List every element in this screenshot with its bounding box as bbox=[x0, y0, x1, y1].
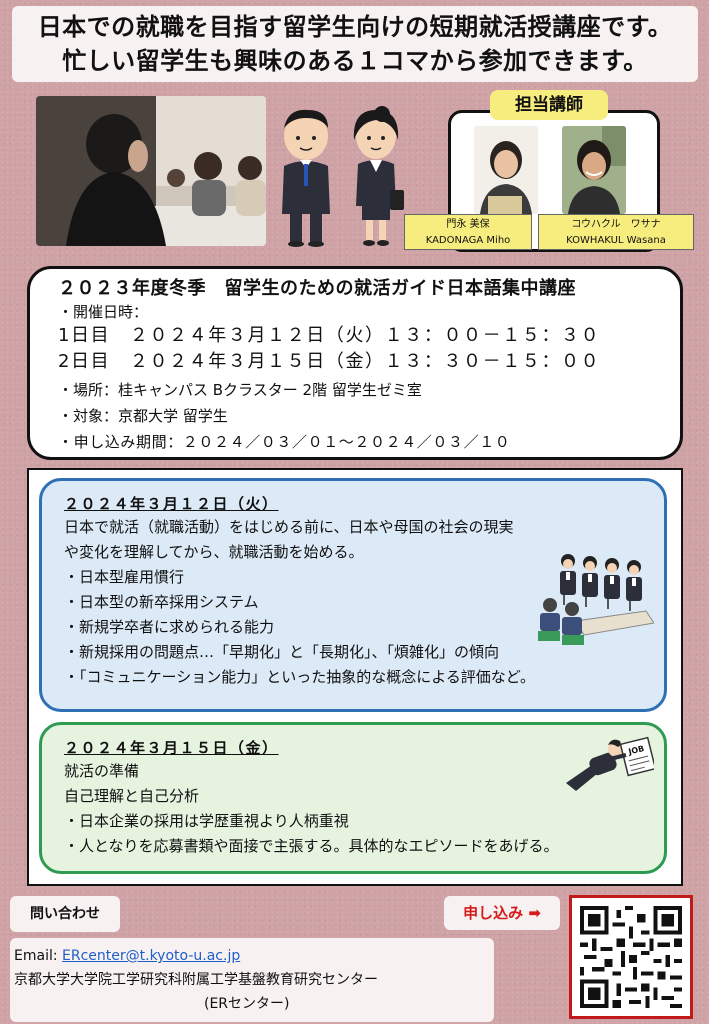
email-row: Email: ERcenter@t.kyoto-u.ac.jp bbox=[14, 944, 494, 968]
session-1-box: ２０２４年３月１２日（火） 日本で就活（就職活動）をはじめる前に、日本や母国の社… bbox=[39, 478, 667, 712]
instructor-name-ja: 門永 美保 bbox=[446, 219, 490, 230]
job-seeker-illustration: JOB bbox=[562, 735, 657, 797]
sessions-container: ２０２４年３月１２日（火） 日本で就活（就職活動）をはじめる前に、日本や母国の社… bbox=[27, 468, 683, 886]
session-1-intro: 日本で就活（就職活動）をはじめる前に、日本や母国の社会の現実 bbox=[64, 518, 514, 536]
headline-line2: 忙しい留学生も興味のある１コマから参加できます。 bbox=[62, 47, 648, 75]
course-target: ・対象：京都大学 留学生 bbox=[58, 407, 228, 425]
qr-code[interactable] bbox=[569, 895, 693, 1019]
organization-name: 京都大学大学院工学研究科附属工学基盤教育研究センター bbox=[14, 972, 378, 988]
instructor-name-ja: コウハクル ワサナ bbox=[571, 219, 661, 230]
instructor-name-en: KADONAGA Miho bbox=[425, 235, 511, 246]
seminar-photo bbox=[36, 96, 266, 246]
job-paper-label: JOB bbox=[627, 744, 646, 757]
course-title: ２０２３年度冬季 留学生のための就活ガイド日本語集中講座 bbox=[58, 278, 576, 299]
session-2-item: ・人となりを応募書類や面接で主張する。具体的なエピソードをあげる。 bbox=[64, 837, 559, 855]
organization-short: (ERセンター) bbox=[204, 996, 290, 1012]
session-2-box: ２０２４年３月１５日（金） 就活の準備 自己理解と自己分析 ・日本企業の採用は学… bbox=[39, 722, 667, 874]
session-1-item: ・日本型雇用慣行 bbox=[64, 568, 185, 586]
contact-box: Email: ERcenter@t.kyoto-u.ac.jp 京都大学大学院工… bbox=[10, 938, 494, 1022]
interview-illustration bbox=[536, 551, 655, 647]
contact-label: 問い合わせ bbox=[10, 896, 120, 932]
session-1-intro: や変化を理解してから、就職活動を始める。 bbox=[64, 543, 364, 561]
session-2-item: ・日本企業の採用は学歴重視より人柄重視 bbox=[64, 812, 349, 830]
session-1-item: ・日本型の新卒採用システム bbox=[64, 593, 259, 611]
session-1-item: ・「コミュニケーション能力」といった抽象的な概念による評価など。 bbox=[64, 668, 536, 686]
instructor-tag-kowhakul: コウハクル ワサナ KOWHAKUL Wasana bbox=[538, 214, 694, 250]
course-info-box: ２０２３年度冬季 留学生のための就活ガイド日本語集中講座 ・開催日時： 1日目 … bbox=[27, 266, 683, 460]
session-1-item: ・新規学卒者に求められる能力 bbox=[64, 618, 275, 636]
course-place: ・場所：桂キャンパス Bクラスター 2階 留学生ゼミ室 bbox=[58, 381, 422, 399]
email-link[interactable]: ERcenter@t.kyoto-u.ac.jp bbox=[62, 948, 241, 964]
headline-line1: 日本での就職を目指す留学生向けの短期就活授講座です。 bbox=[37, 13, 673, 41]
application-period: ・申し込み期間：２０２４／０３／０１～２０２４／０３／１０ bbox=[58, 433, 511, 451]
instructor-tag-kadonaga: 門永 美保 KADONAGA Miho bbox=[404, 214, 532, 250]
session-2-line: 就活の準備 bbox=[64, 762, 140, 780]
day2-schedule: 2日目 ２０２４年３月１５日（金）１３：３０－１５：００ bbox=[58, 351, 601, 372]
apply-label: 申し込み ➡ bbox=[444, 896, 560, 930]
instructor-photo-kowhakul bbox=[562, 126, 626, 214]
schedule-label: ・開催日時： bbox=[58, 303, 149, 321]
instructor-name-en: KOWHAKUL Wasana bbox=[566, 235, 666, 246]
session-2-line: 自己理解と自己分析 bbox=[64, 787, 200, 805]
headline: 日本での就職を目指す留学生向けの短期就活授講座です。 忙しい留学生も興味のある１… bbox=[12, 6, 698, 82]
session-1-item: ・新規採用の問題点…「早期化」と「長期化」、「煩雑化」の傾向 bbox=[64, 643, 500, 661]
email-label: Email: bbox=[14, 948, 63, 964]
session-2-title: ２０２４年３月１５日（金） bbox=[64, 739, 279, 757]
session-1-title: ２０２４年３月１２日（火） bbox=[64, 495, 279, 513]
business-people-illustration bbox=[278, 106, 408, 248]
instructor-photo-kadonaga bbox=[474, 126, 538, 214]
instructors-title: 担当講師 bbox=[490, 90, 608, 120]
day1-schedule: 1日目 ２０２４年３月１２日（火）１３：００－１５：３０ bbox=[58, 325, 601, 346]
